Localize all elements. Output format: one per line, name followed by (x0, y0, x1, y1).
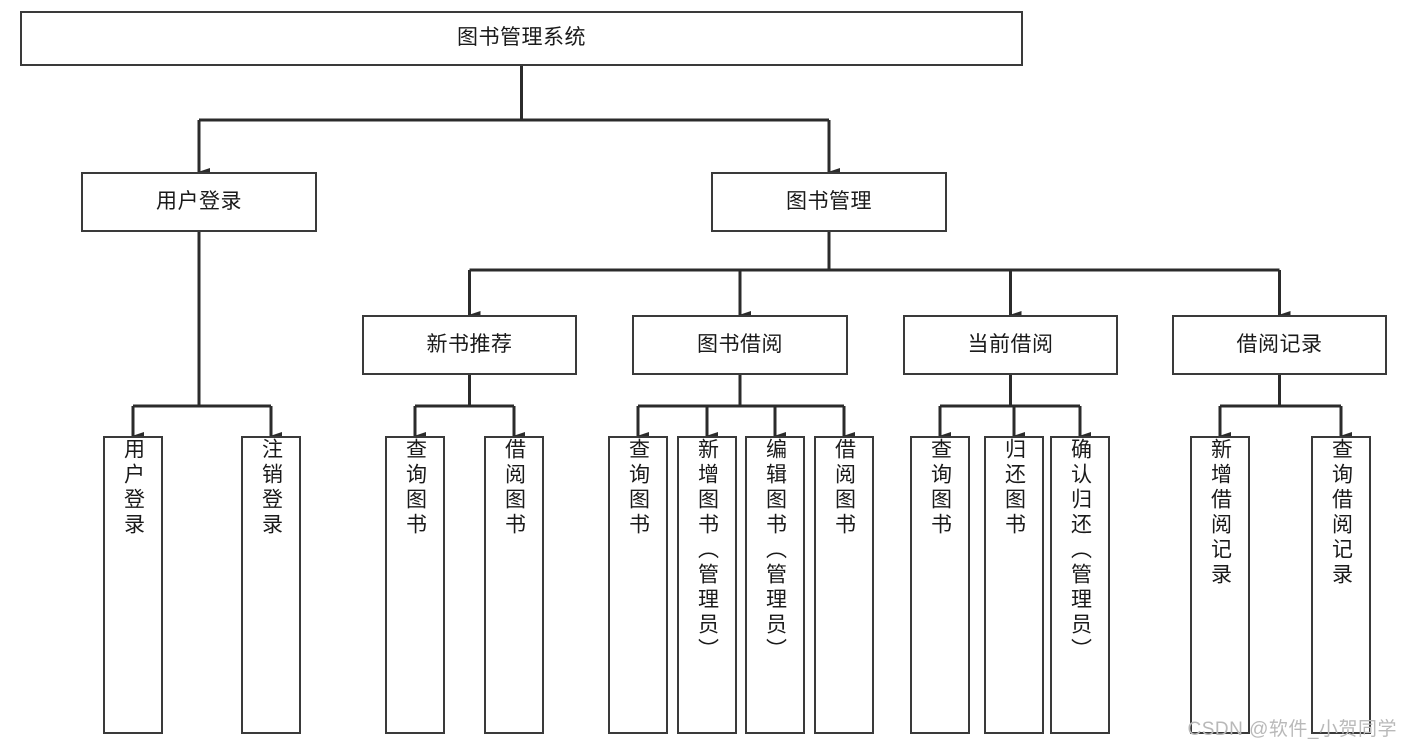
leaf-borrow-book-recommend[interactable]: 借阅图书 (484, 436, 544, 734)
node-book-manage[interactable]: 图书管理 (711, 172, 947, 232)
node-current-borrow[interactable]: 当前借阅 (903, 315, 1118, 375)
leaf-logout[interactable]: 注销登录 (241, 436, 301, 734)
node-root[interactable]: 图书管理系统 (20, 11, 1023, 66)
node-borrow-record-label: 借阅记录 (1236, 332, 1323, 356)
leaf-query-book-borrow[interactable]: 查询图书 (608, 436, 668, 734)
leaf-query-borrow-record[interactable]: 查询借阅记录 (1311, 436, 1371, 734)
node-user-login-label: 用户登录 (156, 189, 242, 213)
leaf-query-book-recommend-label: 查询图书 (403, 438, 427, 538)
watermark: CSDN @软件_小贺同学 (1187, 719, 1397, 740)
node-borrow-record[interactable]: 借阅记录 (1172, 315, 1387, 375)
leaf-query-book-borrow-label: 查询图书 (626, 438, 650, 538)
leaf-return-book[interactable]: 归还图书 (984, 436, 1044, 734)
leaf-logout-label: 注销登录 (259, 438, 283, 538)
node-book-manage-label: 图书管理 (786, 189, 872, 213)
node-new-book-recommend-label: 新书推荐 (426, 332, 513, 356)
node-book-borrow[interactable]: 图书借阅 (632, 315, 848, 375)
leaf-user-login-label: 用户登录 (121, 438, 145, 538)
leaf-edit-book-label: 编辑图书（管理员） (763, 438, 787, 663)
leaf-borrow-book[interactable]: 借阅图书 (814, 436, 874, 734)
node-new-book-recommend[interactable]: 新书推荐 (362, 315, 577, 375)
leaf-borrow-book-label: 借阅图书 (832, 438, 856, 538)
leaf-user-login[interactable]: 用户登录 (103, 436, 163, 734)
leaf-add-book[interactable]: 新增图书（管理员） (677, 436, 737, 734)
leaf-confirm-return-label: 确认归还（管理员） (1068, 438, 1092, 663)
leaf-add-book-label: 新增图书（管理员） (695, 438, 719, 663)
node-current-borrow-label: 当前借阅 (967, 332, 1054, 356)
node-root-label: 图书管理系统 (457, 26, 586, 50)
leaf-confirm-return[interactable]: 确认归还（管理员） (1050, 436, 1110, 734)
leaf-return-book-label: 归还图书 (1002, 438, 1026, 538)
leaf-query-book-current-label: 查询图书 (928, 438, 952, 538)
leaf-query-borrow-record-label: 查询借阅记录 (1329, 438, 1353, 588)
leaf-query-book-recommend[interactable]: 查询图书 (385, 436, 445, 734)
leaf-edit-book[interactable]: 编辑图书（管理员） (745, 436, 805, 734)
leaf-query-book-current[interactable]: 查询图书 (910, 436, 970, 734)
leaf-add-borrow-record[interactable]: 新增借阅记录 (1190, 436, 1250, 734)
leaf-borrow-book-recommend-label: 借阅图书 (502, 438, 526, 538)
node-user-login[interactable]: 用户登录 (81, 172, 317, 232)
node-book-borrow-label: 图书借阅 (697, 332, 783, 356)
leaf-add-borrow-record-label: 新增借阅记录 (1208, 438, 1232, 588)
